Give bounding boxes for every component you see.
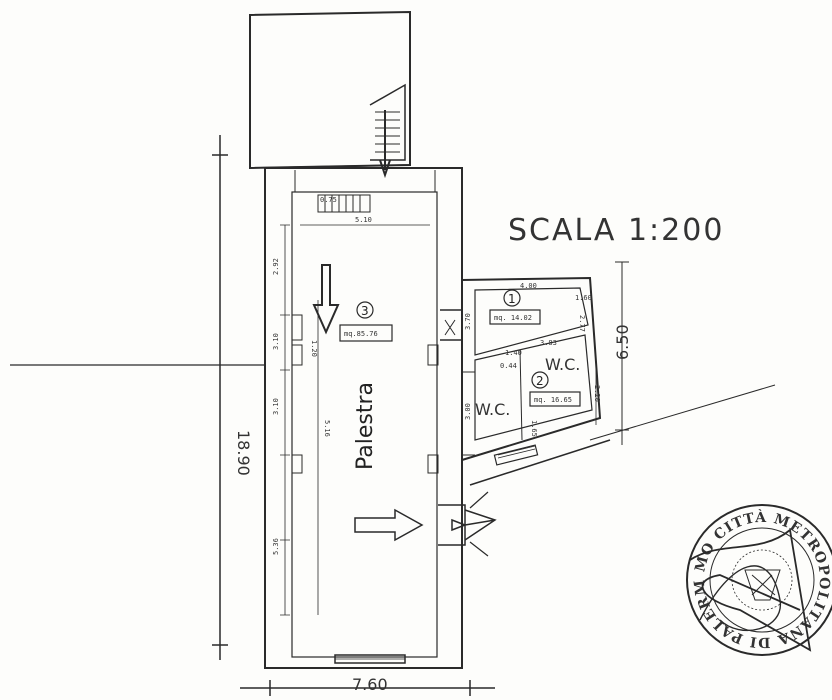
- entrance-arrow: [312, 264, 424, 542]
- dim-small: 3.10: [272, 333, 280, 350]
- room-2: 2 mq. 16.65 W.C. W.C.: [475, 355, 581, 419]
- room-1: 1 mq. 14.02: [489, 289, 541, 325]
- dim-small: 3.00: [464, 403, 472, 420]
- side-doors: [438, 309, 497, 557]
- room-2-area: mq. 16.65: [534, 396, 572, 404]
- dim-small: 1.20: [310, 340, 318, 357]
- dim-small: 1.40: [505, 349, 522, 357]
- room-3-area: mq.85.76: [344, 330, 378, 338]
- dim-small: 1.65: [530, 420, 538, 437]
- room-palestra: 3 mq.85.76 Palestra: [339, 301, 393, 470]
- room-3-name: Palestra: [353, 382, 378, 470]
- dim-small: 3.83: [540, 339, 557, 347]
- wc-label-upper: W.C.: [545, 355, 580, 374]
- room-2-number: 2: [536, 374, 544, 388]
- room-3-number: 3: [361, 304, 369, 318]
- dim-small: 5.10: [355, 216, 372, 224]
- dim-small: 5.36: [272, 538, 280, 555]
- dim-small: 0.44: [500, 362, 517, 370]
- dimension-height-total: 18.90: [234, 430, 253, 476]
- dim-small: 3.70: [464, 313, 472, 330]
- dim-small: 2.92: [272, 258, 280, 275]
- dim-small: 4.00: [520, 282, 537, 290]
- dim-small: 3.10: [272, 398, 280, 415]
- official-stamp: MO CITTÀ METROPOLITANA DI PALERMO: [0, 0, 832, 656]
- overall-dimensions: [10, 135, 495, 696]
- dimension-width-total: 7.60: [352, 675, 388, 694]
- upper-annex: [249, 10, 411, 179]
- room-1-number: 1: [508, 292, 516, 306]
- wc-annex: [461, 261, 776, 486]
- room-1-area: mq. 14.02: [494, 314, 532, 322]
- dim-small: 1.60: [575, 294, 592, 302]
- wc-label-lower: W.C.: [475, 400, 510, 419]
- dim-small: 2.77: [578, 315, 586, 332]
- main-building: [264, 167, 463, 669]
- scale-label: SCALA 1:200: [508, 213, 724, 248]
- dimension-annex-height: 6.50: [613, 324, 632, 360]
- dim-small: 0.75: [320, 196, 337, 204]
- dim-small: 2.20: [593, 385, 601, 402]
- dim-small: 5.16: [323, 420, 331, 437]
